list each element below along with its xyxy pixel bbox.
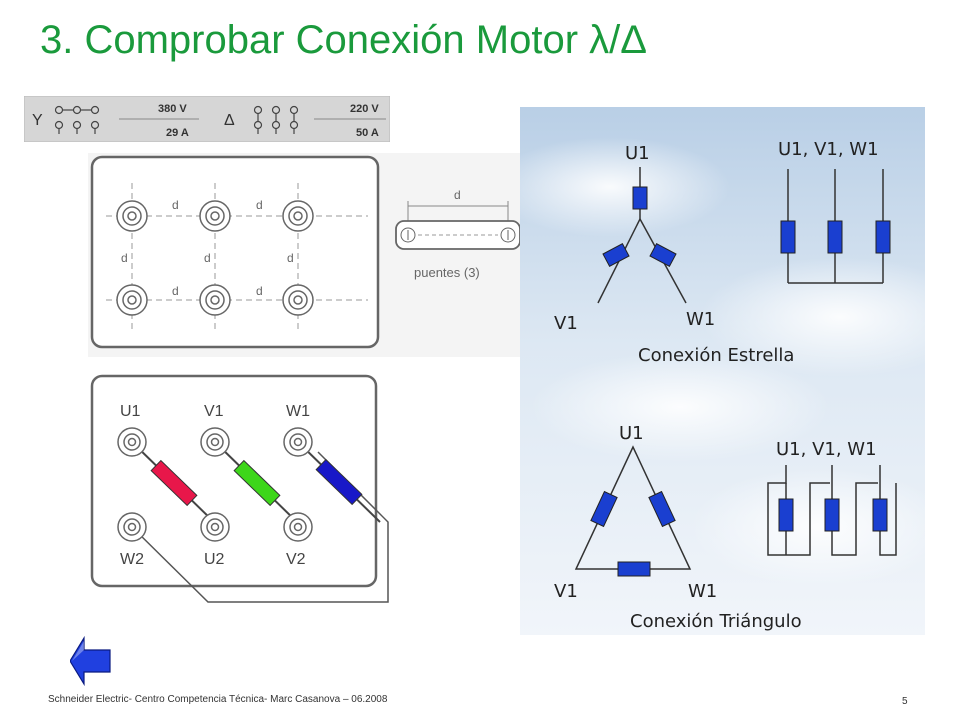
winding-coils	[150, 458, 363, 507]
delta-node-v1: V1	[554, 581, 578, 602]
bridge-distance-label: d	[454, 188, 461, 202]
footer-text: Schneider Electric- Centro Competencia T…	[48, 694, 388, 705]
terminal-box-diagram: d d d d d d d d puentes (3)	[88, 153, 520, 357]
connection-schematics: U1 V1 W1 Conexión Estrella U1, V1, W1 U1…	[520, 107, 925, 635]
terminal-label-u2: U2	[204, 551, 225, 568]
star-node-v1: V1	[554, 313, 578, 334]
delta-current: 50 A	[356, 127, 379, 139]
delta-connection-diagram: U1 V1 W1 Conexión Triángulo	[554, 423, 802, 632]
terminal-label-v2: V2	[286, 551, 306, 568]
distance-label: d	[204, 251, 211, 265]
terminal-label-u1: U1	[120, 403, 141, 420]
delta-terminal-icon	[253, 105, 299, 134]
page-title: 3. Comprobar Conexión Motor λ/Δ	[40, 18, 647, 62]
star-parallel-diagram: U1, V1, W1	[778, 139, 891, 284]
winding-terminal-diagram: U1 V1 W1 W2 U2 V2	[90, 374, 389, 603]
distance-label: d	[172, 284, 179, 298]
star-node-w1: W1	[686, 309, 715, 330]
star-current: 29 A	[166, 127, 189, 139]
bridge-detail: d puentes (3)	[395, 188, 520, 280]
distance-label: d	[256, 284, 263, 298]
star-voltage: 380 V	[158, 103, 187, 115]
terminal-label-w2: W2	[120, 551, 144, 568]
star-connection-diagram: U1 V1 W1 Conexión Estrella	[554, 143, 794, 366]
distance-label: d	[172, 198, 179, 212]
delta-voltage: 220 V	[350, 103, 379, 115]
motor-nameplate: Y 380 V 29 A Δ 220 V 50 A	[24, 96, 390, 142]
terminal-label-v1: V1	[204, 403, 224, 420]
terminal-studs	[116, 200, 314, 316]
star-symbol: Y	[32, 112, 43, 129]
star-parallel-label: U1, V1, W1	[778, 139, 879, 160]
delta-caption: Conexión Triángulo	[630, 611, 802, 632]
distance-label: d	[121, 251, 128, 265]
delta-symbol: Δ	[224, 112, 235, 129]
distance-label: d	[287, 251, 294, 265]
distance-label: d	[256, 198, 263, 212]
delta-parallel-label: U1, V1, W1	[776, 439, 877, 460]
star-node-u1: U1	[625, 143, 650, 164]
terminal-studs	[117, 427, 313, 542]
delta-parallel-diagram: U1, V1, W1	[767, 439, 897, 556]
star-terminal-icon	[54, 105, 100, 134]
delta-node-u1: U1	[619, 423, 644, 444]
delta-node-w1: W1	[688, 581, 717, 602]
terminal-label-w1: W1	[286, 403, 310, 420]
page-number: 5	[902, 696, 908, 707]
star-caption: Conexión Estrella	[638, 345, 794, 366]
back-arrow-icon[interactable]	[70, 636, 112, 686]
bridges-label: puentes (3)	[414, 265, 480, 280]
